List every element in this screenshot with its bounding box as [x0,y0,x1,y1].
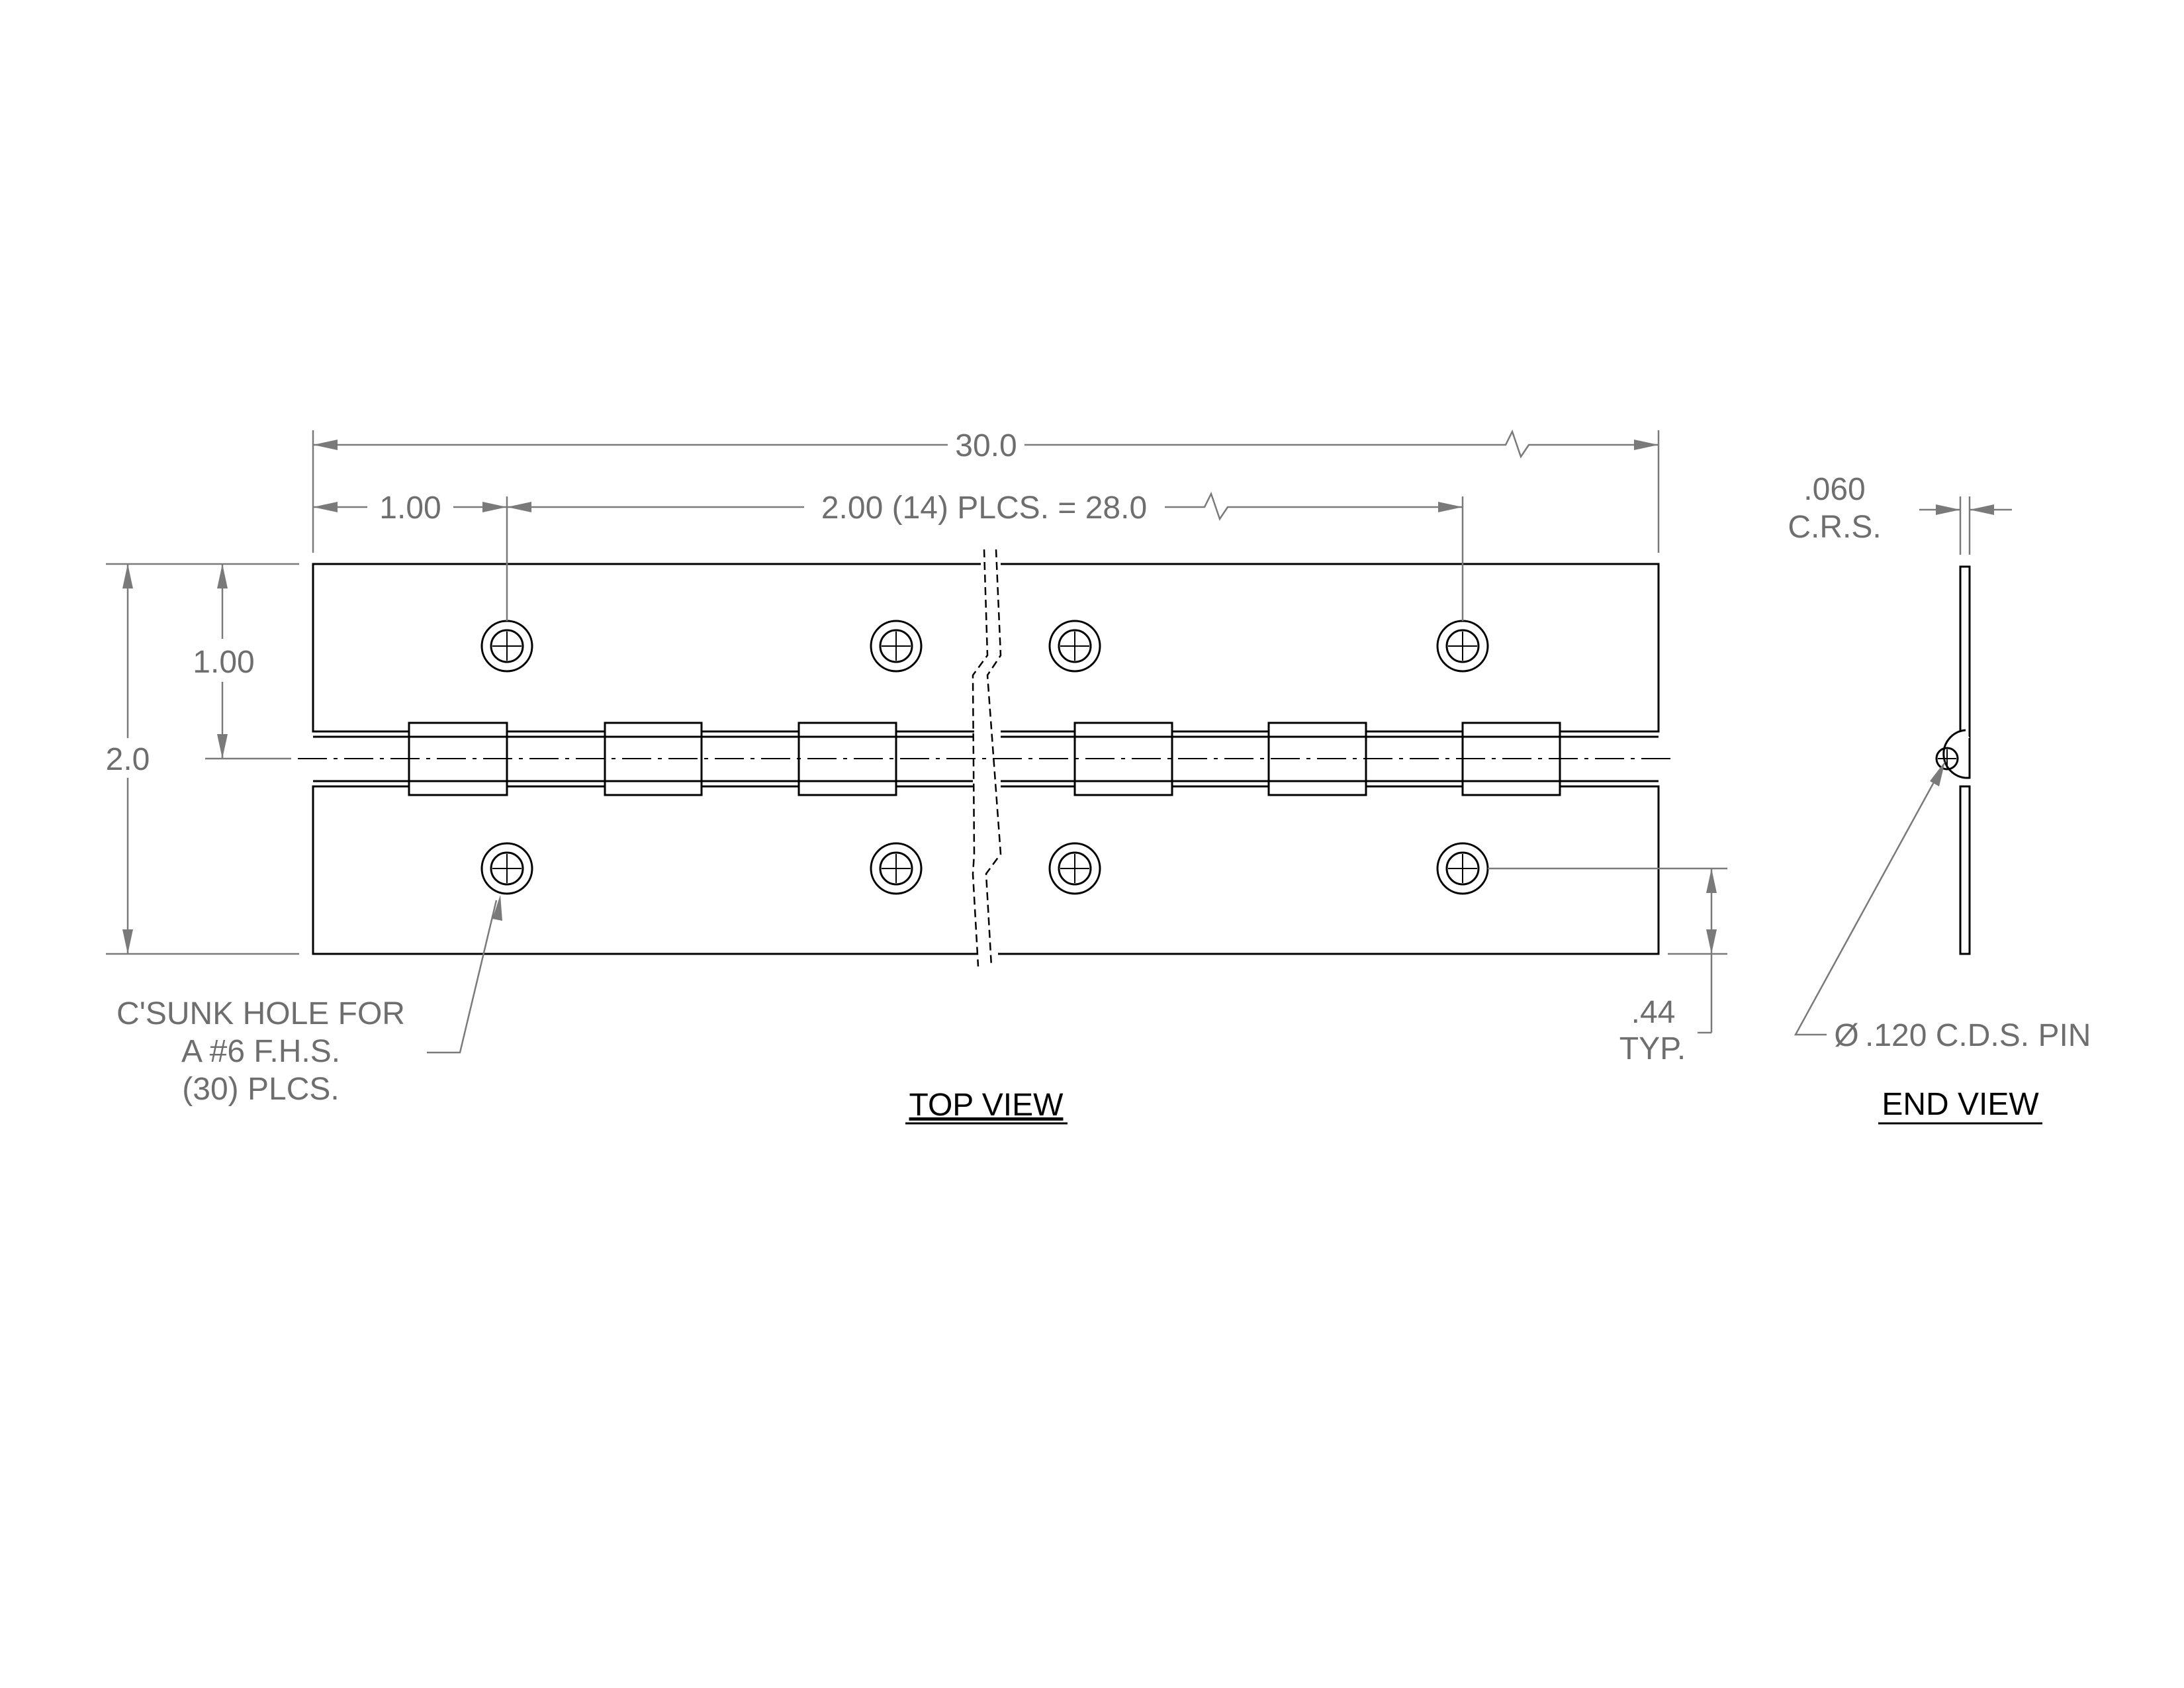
hole-note-line3: (30) PLCS. [182,1072,339,1107]
dim-hole-edge-note-text: TYP. [1619,1031,1686,1066]
dim-leaf-width-text: 1.00 [193,645,254,680]
hole-callout: C'SUNK HOLE FOR A #6 F.H.S. (30) PLCS. [116,895,502,1107]
hole-note-line2: A #6 F.H.S. [181,1034,340,1069]
dim-hole-edge-distance: .44 TYP. [1488,867,1727,1066]
dim-leaf-width: 1.00 [193,564,291,760]
lower-leaf-outline [312,785,1660,955]
pin-callout: Ø .120 C.D.S. PIN [1794,761,2091,1053]
dim-hole-spacing: 2.00 (14) PLCS. = 28.0 [507,491,1464,621]
dim-material-spec-text: C.R.S. [1788,510,1881,545]
top-view-label: TOP VIEW [909,1088,1064,1123]
csk-hole [1048,842,1101,895]
dim-overall-width-text: 2.0 [106,742,150,777]
dim-hole-spacing-text: 2.00 (14) PLCS. = 28.0 [821,491,1147,526]
pin-note-text: .120 C.D.S. PIN [1865,1018,2091,1053]
end-view-pin [1935,747,1959,771]
end-view-label: END VIEW [1882,1087,2039,1122]
dim-overall-width: 2.0 [106,563,299,955]
csk-hole [480,620,533,673]
csk-hole [1048,620,1101,673]
hole-note-line1: C'SUNK HOLE FOR [116,996,405,1031]
dim-overall-length: 30.0 [312,428,1660,553]
dim-material-thickness: .060 C.R.S. [1788,472,2012,555]
dim-hole-edge-distance-text: .44 [1631,995,1676,1030]
break-line-right [985,549,1002,967]
dim-material-thickness-text: .060 [1803,472,1865,507]
top-view [298,549,1674,967]
csk-hole [1436,842,1489,895]
end-view-lower-leaf [1959,785,1971,955]
dim-first-hole-offset: 1.00 [313,491,508,621]
pin-diameter-symbol: Ø [1834,1018,1858,1053]
dim-first-hole-offset-text: 1.00 [379,491,441,526]
csk-hole [870,842,923,895]
end-view [1935,565,1971,955]
break-line-left [972,549,989,967]
csk-hole [870,620,923,673]
csk-hole [1436,620,1489,673]
end-view-upper-leaf [1959,565,1971,750]
dim-overall-length-text: 30.0 [955,428,1017,463]
csk-hole [480,842,533,895]
